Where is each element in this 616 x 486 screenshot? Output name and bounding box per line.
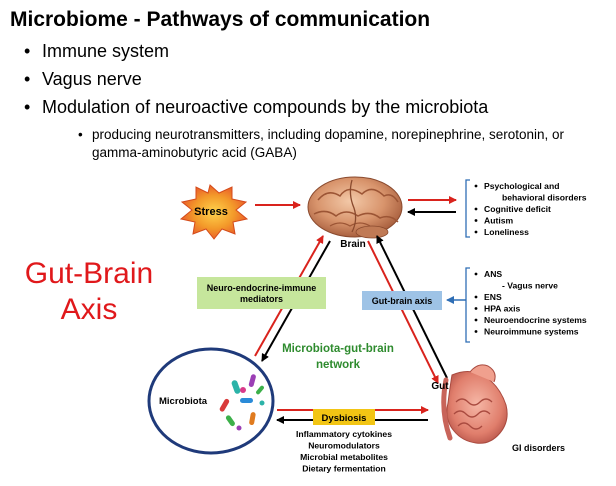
pathways-bracket bbox=[465, 267, 470, 343]
mediators-label-line1: Neuro-endocrine-immune bbox=[207, 283, 317, 293]
axis-pathway-item: ENS bbox=[484, 292, 502, 302]
stress-label: Stress bbox=[194, 206, 228, 218]
axis-pathway-item: Neuroimmune systems bbox=[484, 327, 579, 337]
slide-title: Microbiome - Pathways of communication bbox=[10, 8, 431, 31]
microbiota-circle bbox=[147, 347, 275, 455]
brain-icon bbox=[307, 176, 403, 239]
axis-pathway-item: - Vagus nerve bbox=[502, 281, 558, 291]
gut-brain-axis-label: Gut-brain axis bbox=[372, 296, 433, 306]
brain-outcome-bullet bbox=[474, 207, 478, 211]
mediators-label-line2: mediators bbox=[240, 294, 283, 304]
axis-pathway-bullet bbox=[474, 295, 478, 299]
axis-pathway-item: HPA axis bbox=[484, 304, 521, 314]
brain-outcome-item: Loneliness bbox=[484, 227, 529, 237]
microbiota-label: Microbiota bbox=[159, 396, 208, 407]
gut-brain-axis-heading-line2: Axis bbox=[60, 293, 118, 326]
axis-pathway-item: ANS bbox=[484, 269, 502, 279]
brain-outcome-item: Psychological and bbox=[484, 181, 559, 191]
dysbiosis-effect-item: Inflammatory cytokines bbox=[296, 429, 392, 439]
brain-outcome-bullet bbox=[474, 184, 478, 188]
brain-label: Brain bbox=[340, 239, 366, 250]
brain-outcomes-list: Psychological and behavioral disordersCog… bbox=[474, 181, 587, 237]
stress-burst-icon bbox=[179, 184, 249, 240]
dysbiosis-effect-item: Neuromodulators bbox=[308, 441, 380, 451]
sub-bullet-neurotransmitters: producing neurotransmitters, including d… bbox=[78, 126, 612, 162]
network-label-line1: Microbiota-gut-brain bbox=[282, 343, 394, 355]
network-label-line2: network bbox=[316, 359, 361, 371]
dysbiosis-effect-item: Dietary fermentation bbox=[302, 464, 386, 474]
gut-icon bbox=[441, 364, 508, 444]
gi-disorders-label: GI disorders bbox=[512, 443, 565, 453]
brain-to-gut-arrow bbox=[367, 240, 439, 384]
brain-outcome-bullet bbox=[474, 230, 478, 234]
gut-brain-axis-box bbox=[362, 291, 442, 310]
bullet-modulation: Modulation of neuroactive compounds by t… bbox=[24, 97, 488, 118]
bullet-vagus-nerve: Vagus nerve bbox=[24, 69, 142, 90]
dysbiosis-box bbox=[313, 409, 375, 425]
gut-brain-axis-heading: Gut-Brain Axis bbox=[6, 256, 172, 328]
dysbiosis-effect-item: Microbial metabolites bbox=[300, 452, 388, 462]
axis-pathway-bullet bbox=[474, 330, 478, 333]
brain-outcome-bullet bbox=[474, 219, 478, 222]
gut-brain-axis-heading-line1: Gut-Brain bbox=[24, 257, 154, 290]
axis-pathway-bullet bbox=[474, 272, 478, 276]
axis-pathway-item: Neuroendocrine systems bbox=[484, 315, 587, 325]
axis-pathway-bullet bbox=[474, 307, 478, 310]
brain-outcome-item: behavioral disorders bbox=[502, 193, 587, 203]
bacteria-icon bbox=[219, 374, 265, 431]
brain-outcome-item: Cognitive deficit bbox=[484, 204, 551, 214]
gut-label: Gut bbox=[431, 381, 449, 392]
axis-pathway-bullet bbox=[474, 318, 478, 322]
brain-outcome-item: Autism bbox=[484, 216, 513, 226]
dysbiosis-effects-list: Inflammatory cytokinesNeuromodulatorsMic… bbox=[296, 429, 392, 474]
mediators-box bbox=[197, 277, 326, 309]
dysbiosis-label: Dysbiosis bbox=[322, 413, 367, 424]
bullet-immune-system: Immune system bbox=[24, 41, 169, 62]
outcomes-bracket bbox=[465, 179, 470, 238]
